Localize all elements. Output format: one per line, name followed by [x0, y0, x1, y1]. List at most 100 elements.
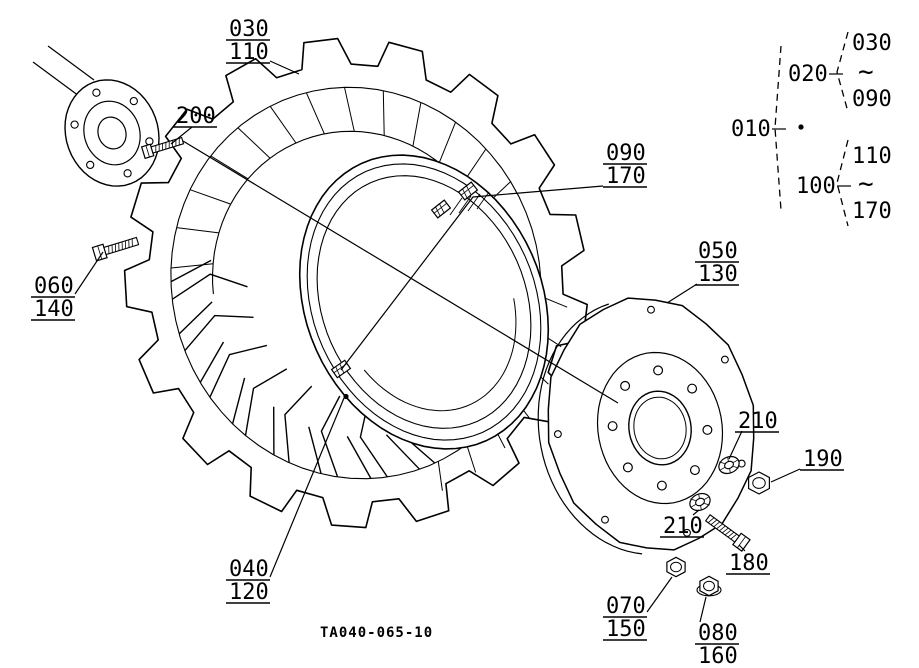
leader-line: [692, 509, 700, 516]
thread-line: [719, 525, 726, 532]
stud-hole: [689, 465, 700, 476]
leader-line: [728, 430, 743, 460]
thread-line: [165, 142, 167, 150]
legend-range-from: 110: [852, 144, 892, 169]
disc-center-ring: [596, 351, 724, 505]
bolt-head-facet: [737, 536, 746, 549]
clamp-detail-line: [435, 206, 441, 217]
thread-line: [707, 517, 715, 523]
bolt-200: [140, 136, 185, 160]
leader-line: [738, 544, 746, 552]
bolt-060: [91, 236, 140, 262]
stud-hole: [620, 380, 631, 391]
tread-block-line: [438, 121, 457, 163]
disc-thickness-arc: [537, 303, 643, 555]
bolt-180: [704, 514, 751, 552]
callout-label: 050: [698, 239, 738, 264]
callout-label: 170: [606, 164, 646, 189]
callout-label: 030: [229, 17, 269, 42]
tread-lug-line: [171, 273, 248, 300]
washer-hatch-line: [700, 505, 702, 511]
thread-line: [172, 140, 173, 148]
axle-shaft-line: [32, 61, 80, 97]
callout-label: 150: [606, 617, 646, 642]
clamp-detail-line: [335, 366, 341, 377]
tread-lug-line: [320, 395, 341, 478]
washer-hatch-line: [703, 496, 709, 501]
tread-lug-line: [178, 301, 213, 335]
rim-flange-ellipse: [306, 163, 542, 441]
axle-shaft-line: [47, 45, 95, 81]
flange-hole: [601, 515, 609, 524]
callout-rim: 040 120: [226, 393, 349, 605]
nut-body: [699, 575, 719, 597]
legend-range-to: 090: [852, 87, 892, 112]
tread-lug-line: [170, 259, 212, 283]
center-hole: [628, 390, 692, 466]
clamp-detail-line: [433, 202, 447, 214]
axle-centerline: [182, 140, 619, 404]
callout-label: 040: [229, 557, 269, 582]
thread-line: [730, 533, 738, 540]
leader-line: [74, 251, 104, 295]
leader-line: [699, 596, 707, 623]
clamp-detail-line: [462, 188, 468, 199]
callout-label: 210: [738, 409, 778, 434]
rim-clamp: [457, 181, 479, 201]
thread-line: [128, 239, 130, 248]
hub-stud-hole: [92, 88, 101, 97]
callout-label: 060: [34, 274, 74, 299]
leader-line: [770, 468, 801, 483]
hub-stud-hole: [70, 120, 79, 129]
tread-block-line: [412, 102, 422, 147]
legend-group-b-label: 100: [796, 174, 836, 199]
washer-hatch-line: [729, 468, 731, 474]
tread-lug-line: [346, 436, 372, 479]
legend-range-tilde: ~: [858, 57, 874, 87]
nut-080: [696, 575, 722, 597]
washer-hatch-line: [691, 503, 697, 508]
stud-hole: [656, 480, 667, 491]
hub-stud-hole: [129, 96, 138, 106]
tread-lug-line: [385, 434, 421, 470]
hatch-line: [449, 197, 463, 216]
callout-label: 070: [606, 594, 646, 619]
clamp-detail-line: [460, 184, 474, 196]
tread-lug-line: [244, 368, 288, 436]
thread-line: [722, 527, 729, 534]
hub-center-bore: [97, 116, 127, 150]
thread-line: [131, 238, 133, 247]
thread-line: [168, 141, 170, 149]
leader-line: [269, 60, 300, 75]
tread-lug-line: [284, 385, 313, 463]
callout-washer-lower: 210: [660, 509, 704, 539]
callout-nut-190: 190: [770, 447, 844, 483]
callout-label: 210: [663, 514, 703, 539]
callout-label: 110: [229, 40, 269, 65]
stud-hole: [607, 421, 618, 432]
nut-bore: [752, 477, 766, 489]
thread-line: [114, 243, 117, 252]
washer-hatch-line: [727, 456, 729, 462]
hatch-line: [458, 195, 472, 214]
clamp-detail-line: [466, 185, 472, 196]
callout-label: 140: [34, 297, 74, 322]
thread-line: [713, 521, 721, 528]
thread-line: [716, 523, 723, 530]
thread-line: [155, 145, 157, 153]
stud-hole: [687, 383, 698, 394]
washer-hatch-line: [719, 461, 725, 465]
rim-clamp: [430, 199, 452, 219]
washer-hatch-line: [690, 498, 696, 502]
leader-dot: [343, 393, 349, 400]
nut-070: [666, 556, 686, 578]
thread-line: [727, 531, 735, 538]
hub-pilot-ring: [83, 100, 141, 166]
callout-label: 180: [729, 551, 769, 576]
tread-lug-line: [184, 314, 254, 352]
thread-line: [724, 529, 732, 536]
bolt-head-facet: [145, 145, 150, 158]
legend-range-tilde: ~: [858, 169, 874, 199]
callout-hub-bolt: 060 140: [31, 251, 104, 322]
